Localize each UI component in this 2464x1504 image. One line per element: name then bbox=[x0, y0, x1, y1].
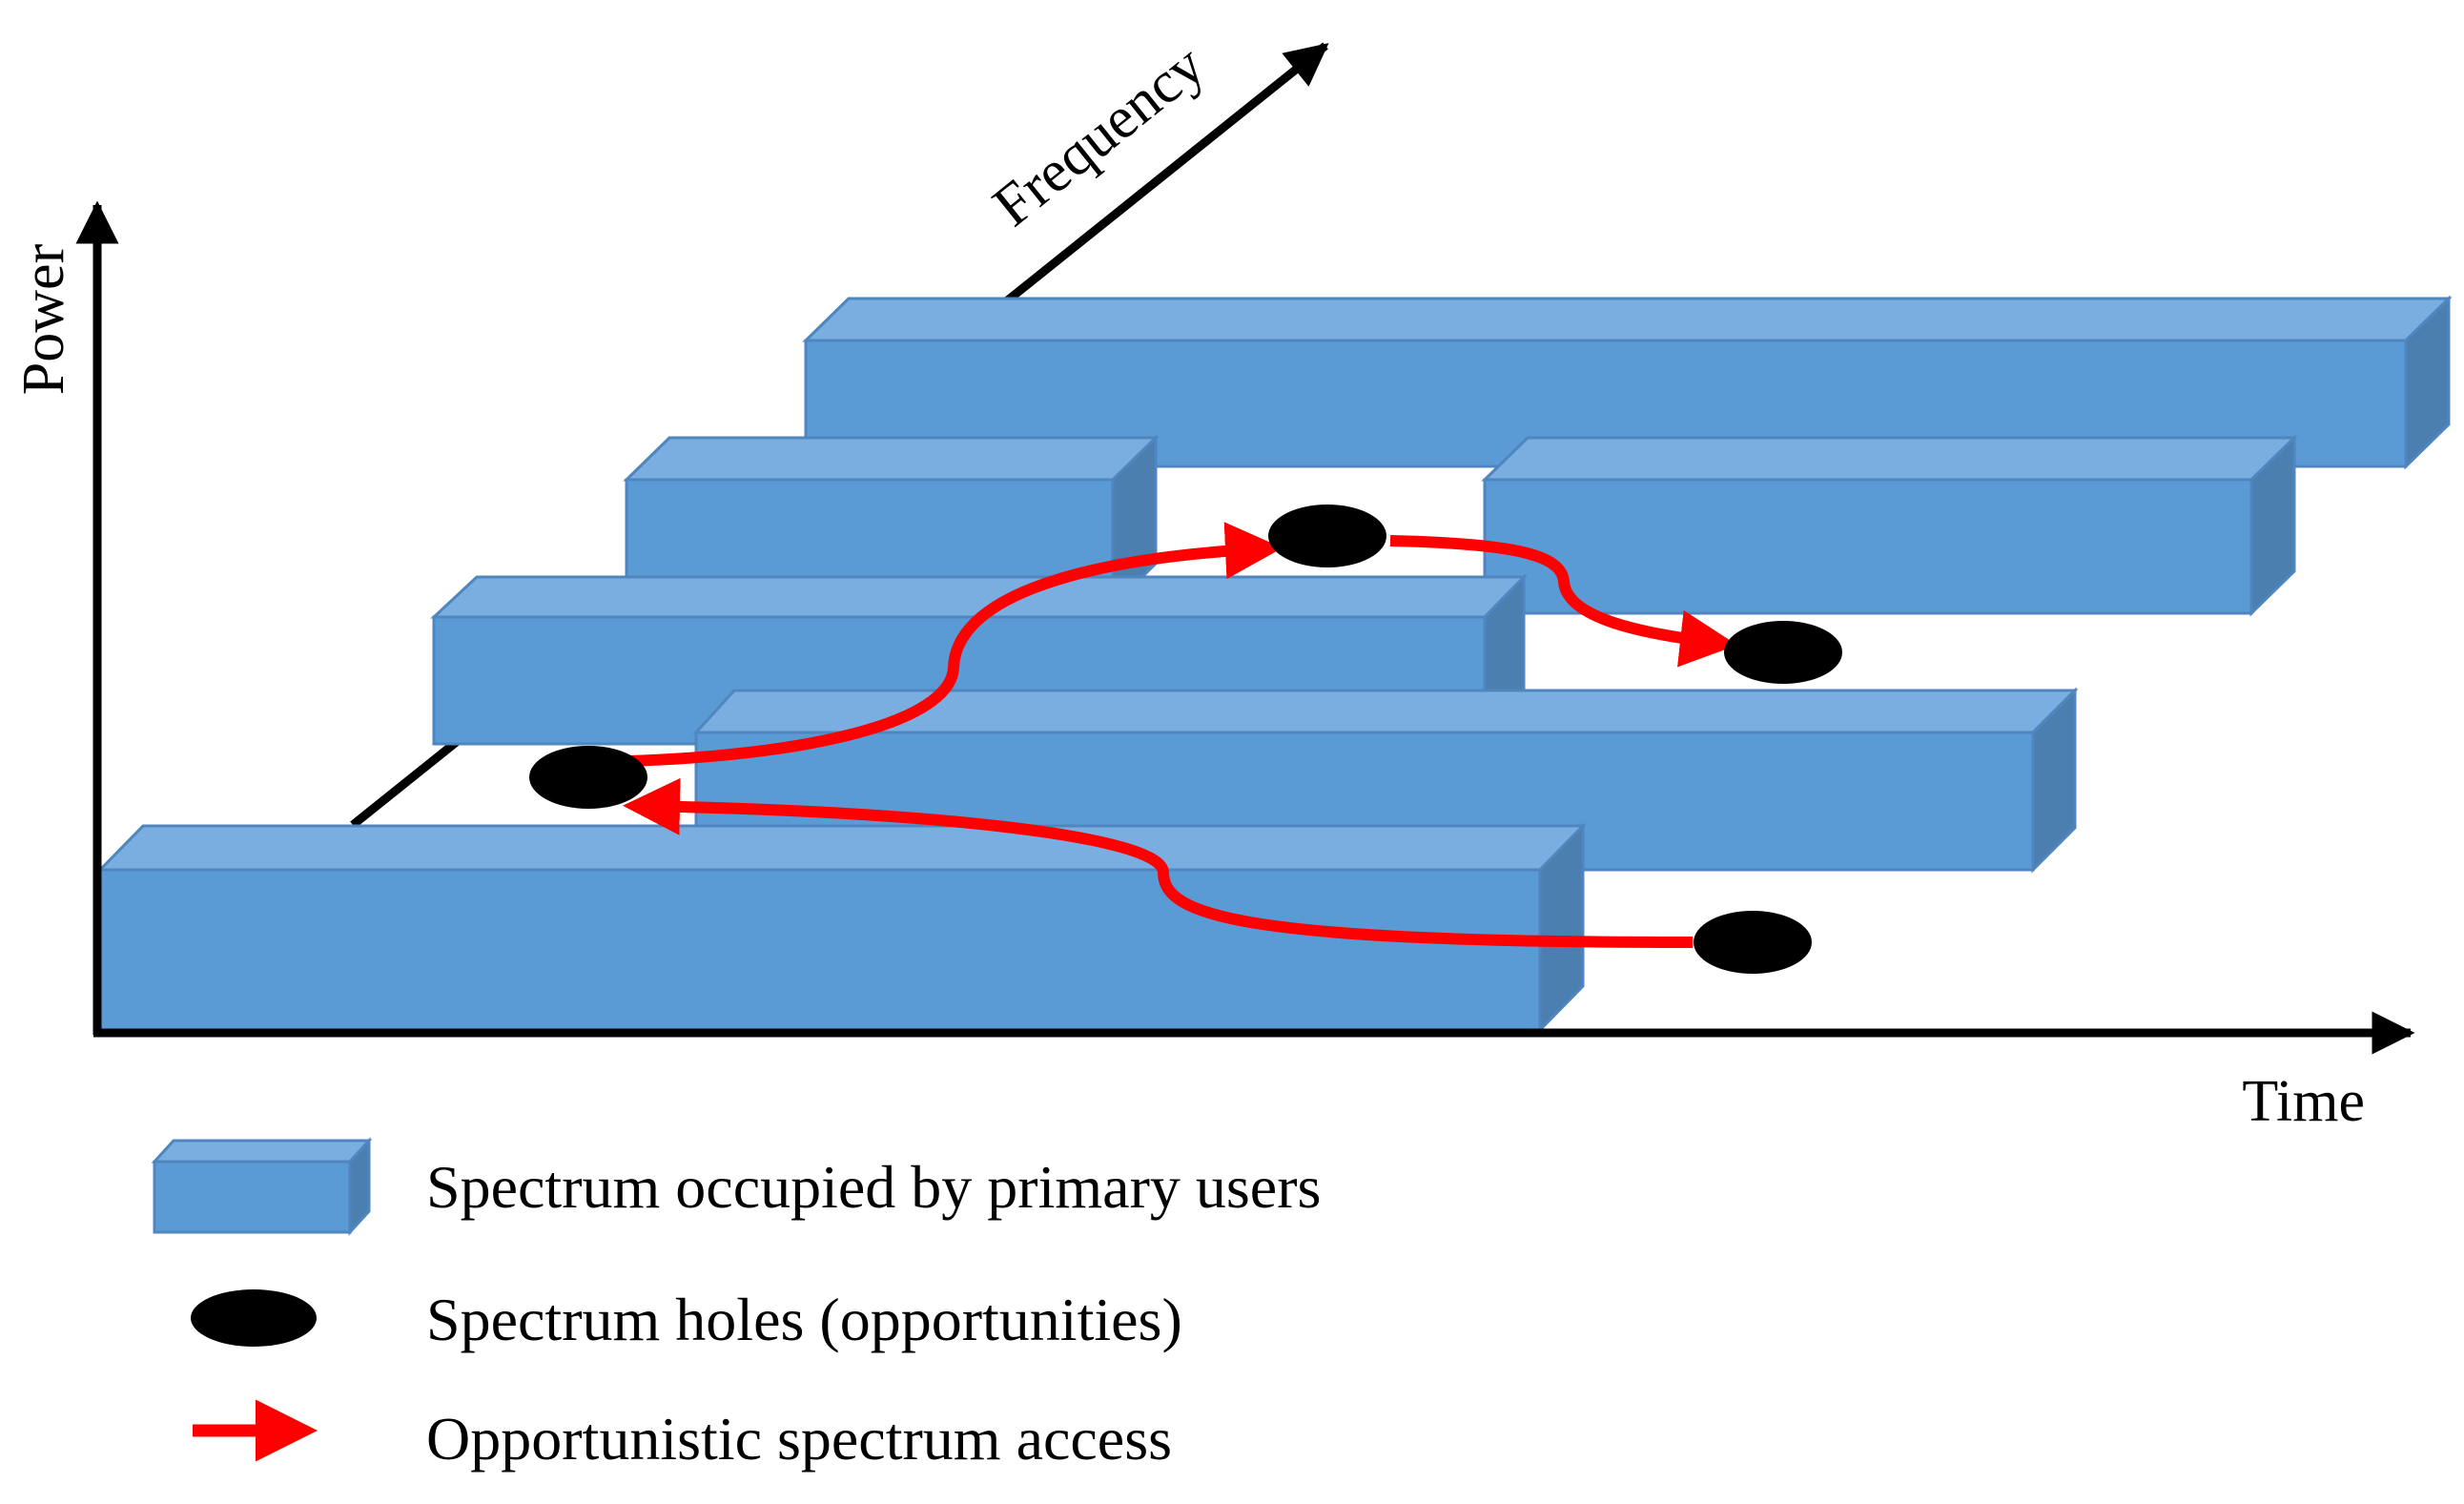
time-axis-label: Time bbox=[2242, 1069, 2365, 1134]
power-axis-label: Power bbox=[11, 243, 76, 395]
frequency-axis-label: Frequency bbox=[981, 32, 1217, 239]
legend-holes-label: Spectrum holes (opportunities) bbox=[426, 1286, 1182, 1353]
occupied-block-6 bbox=[96, 822, 1587, 1034]
access-path-3 bbox=[1389, 535, 1737, 668]
spectrum-hole-2 bbox=[1268, 505, 1386, 567]
access-path-2 bbox=[628, 522, 1283, 767]
spectrum-hole-1 bbox=[529, 746, 647, 809]
spectrum-hole-4 bbox=[1694, 911, 1812, 974]
occupied-block-2 bbox=[623, 434, 1160, 609]
access-path-1 bbox=[623, 777, 1694, 948]
legend-block-swatch bbox=[151, 1137, 373, 1236]
legend: Spectrum occupied by primary users Spect… bbox=[151, 1137, 1321, 1473]
occupied-block-3 bbox=[1481, 434, 2298, 617]
legend-occupied-label: Spectrum occupied by primary users bbox=[426, 1153, 1321, 1221]
legend-hole-swatch bbox=[191, 1289, 317, 1347]
spectrum-hole-3 bbox=[1724, 621, 1842, 684]
legend-access-label: Opportunistic spectrum access bbox=[426, 1405, 1172, 1473]
